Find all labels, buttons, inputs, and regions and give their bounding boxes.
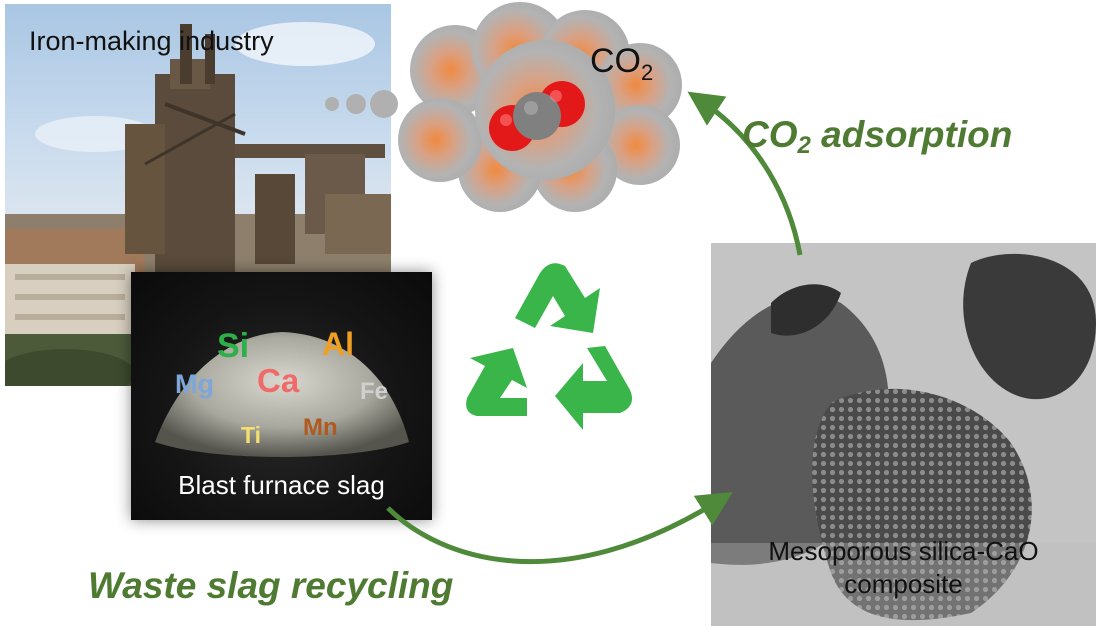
element-mg: Mg [175,369,214,399]
element-al: Al [322,326,354,362]
waste-slag-recycling-label: Waste slag recycling [88,565,454,606]
co2-label: CO2 [590,42,654,85]
industry-scene [5,22,391,386]
tem-label-line1: Mesoporous silica-CaO [768,536,1039,566]
element-ca: Ca [257,362,300,399]
mesoporous-composite-tem-photo: Mesoporous silica-CaO composite [711,243,1096,626]
tem-micrograph [711,243,1096,626]
slag-label: Blast furnace slag [178,470,385,500]
industry-label: Iron-making industry [29,26,274,56]
tem-label-line2: composite [844,569,963,599]
co2-cloud [325,2,682,212]
recycle-icon [466,263,633,430]
element-si: Si [217,327,250,365]
tem-label: Mesoporous silica-CaO composite [711,535,1096,601]
blast-furnace-slag-photo: Si Al Mg Ca Fe Ti Mn Blast furnace slag [131,272,432,520]
recycling-arrow [386,492,733,565]
slag-pile [155,332,409,457]
element-fe: Fe [360,378,389,405]
co2-adsorption-label: CO2 adsorption [742,114,1013,159]
element-ti: Ti [241,422,262,448]
co2-molecule-icon [489,81,585,151]
iron-making-industry-photo: Iron-making industry [5,4,391,386]
element-mn: Mn [303,414,338,441]
